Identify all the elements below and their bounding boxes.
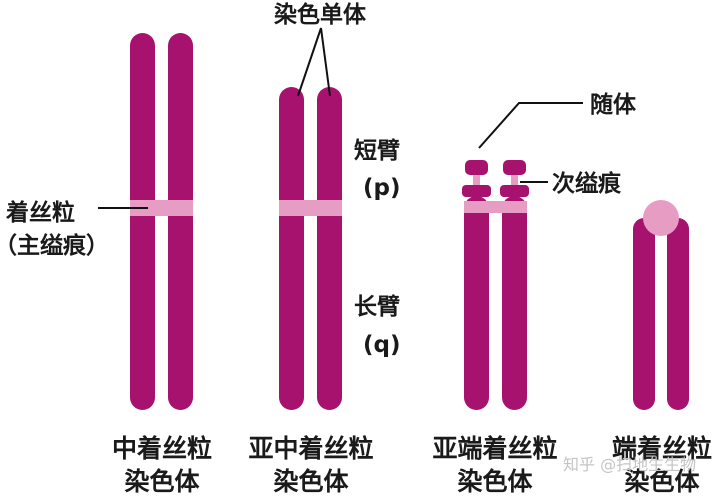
centromere-band <box>279 200 342 216</box>
caption-metacentric-line1: 中着丝粒 <box>112 434 212 463</box>
caption-acrocentric-line1: 亚端着丝粒 <box>432 434 557 463</box>
caption-submetacentric-line1: 亚中着丝粒 <box>248 434 373 463</box>
chromatid-right <box>667 218 689 410</box>
label-satellite: 随体 <box>590 91 637 118</box>
chromatid-right <box>317 87 342 410</box>
centromere-cap <box>643 200 679 236</box>
label-long-arm-symbol: (q) <box>363 332 401 358</box>
satellite-right <box>503 160 526 175</box>
leader-satellite <box>478 102 583 149</box>
secondary-constriction-right <box>511 174 518 187</box>
leader-chromatid-left <box>297 27 322 97</box>
caption-telocentric-line1: 端着丝粒 <box>612 434 712 463</box>
label-secondary-constriction: 次缢痕 <box>552 170 622 197</box>
chromatid-left <box>633 218 655 410</box>
leader-lines <box>98 27 583 209</box>
caption-metacentric-line2: 染色体 <box>124 467 200 496</box>
satellite-stalk-left <box>462 185 491 197</box>
telocentric-chromosome <box>633 200 689 410</box>
submetacentric-chromosome <box>279 87 342 410</box>
satellite-left <box>465 160 488 175</box>
chromatid-right <box>168 33 193 410</box>
caption-telocentric-line2: 染色体 <box>624 467 700 496</box>
centromere-band <box>130 200 193 216</box>
centromere-band <box>464 201 527 213</box>
captions: 中着丝粒 染色体 亚中着丝粒 染色体 亚端着丝粒 染色体 端着丝粒 染色体 <box>112 434 712 496</box>
label-centromere: 着丝粒 <box>6 199 75 226</box>
label-short-arm-symbol: (p) <box>363 175 401 201</box>
acrocentric-chromosome <box>462 160 529 410</box>
chromatid-right <box>502 196 527 410</box>
caption-submetacentric-line2: 染色体 <box>273 467 349 496</box>
metacentric-chromosome <box>130 33 193 410</box>
chromatid-left <box>130 33 155 410</box>
chromatid-left <box>464 196 489 410</box>
label-long-arm: 长臂 <box>354 293 400 320</box>
leader-chromatid-right <box>320 27 331 97</box>
watermark: 知乎 @扫地生生物 <box>563 455 696 474</box>
chromatid-left <box>279 87 304 410</box>
label-primary-constriction: （主缢痕） <box>0 232 109 259</box>
secondary-constriction-left <box>473 174 480 187</box>
label-sister-chromatid: 染色单体 <box>274 1 367 28</box>
caption-acrocentric-line2: 染色体 <box>457 467 533 496</box>
label-short-arm: 短臂 <box>354 137 400 164</box>
satellite-stalk-right <box>500 185 529 197</box>
